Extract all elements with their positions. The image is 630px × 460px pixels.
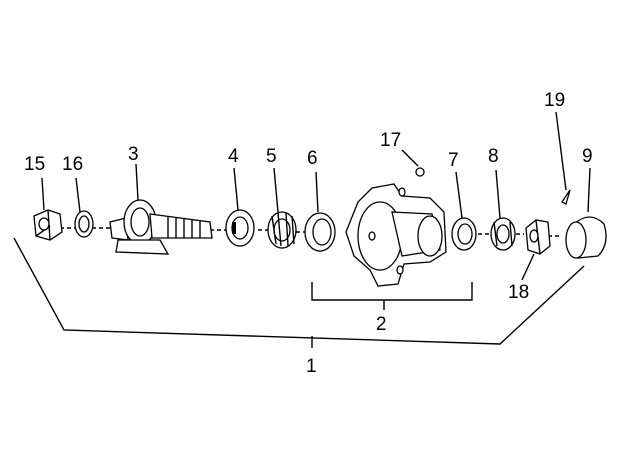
part-17-grease-fitting — [415, 167, 425, 177]
part-18-castle-nut — [525, 219, 551, 255]
part-6-bearing-cup — [304, 212, 336, 252]
part-7-bearing-cup — [451, 217, 477, 251]
part-15-nut — [33, 209, 63, 241]
part-19-cotter-pin — [561, 189, 571, 205]
label-19: 19 — [544, 90, 565, 111]
label-2: 2 — [376, 314, 387, 335]
label-9: 9 — [582, 146, 593, 167]
label-7: 7 — [448, 150, 459, 171]
label-5: 5 — [266, 146, 277, 167]
part-2-hub — [345, 183, 447, 287]
part-3-spindle — [109, 199, 213, 255]
part-4-bearing-race — [225, 209, 255, 247]
label-6: 6 — [307, 148, 318, 169]
part-5-roller-bearing — [267, 211, 297, 249]
axis-line — [60, 227, 562, 237]
label-1: 1 — [306, 356, 317, 377]
label-8: 8 — [488, 146, 499, 167]
label-18: 18 — [508, 282, 529, 303]
label-17: 17 — [380, 130, 401, 151]
label-4: 4 — [228, 146, 239, 167]
part-16-washer — [74, 210, 94, 238]
part-9-dust-cap — [565, 216, 607, 259]
label-16: 16 — [62, 154, 83, 175]
part-8-roller-bearing — [490, 217, 516, 251]
leader-lines — [13, 111, 591, 348]
label-15: 15 — [24, 154, 45, 175]
label-3: 3 — [128, 144, 139, 165]
